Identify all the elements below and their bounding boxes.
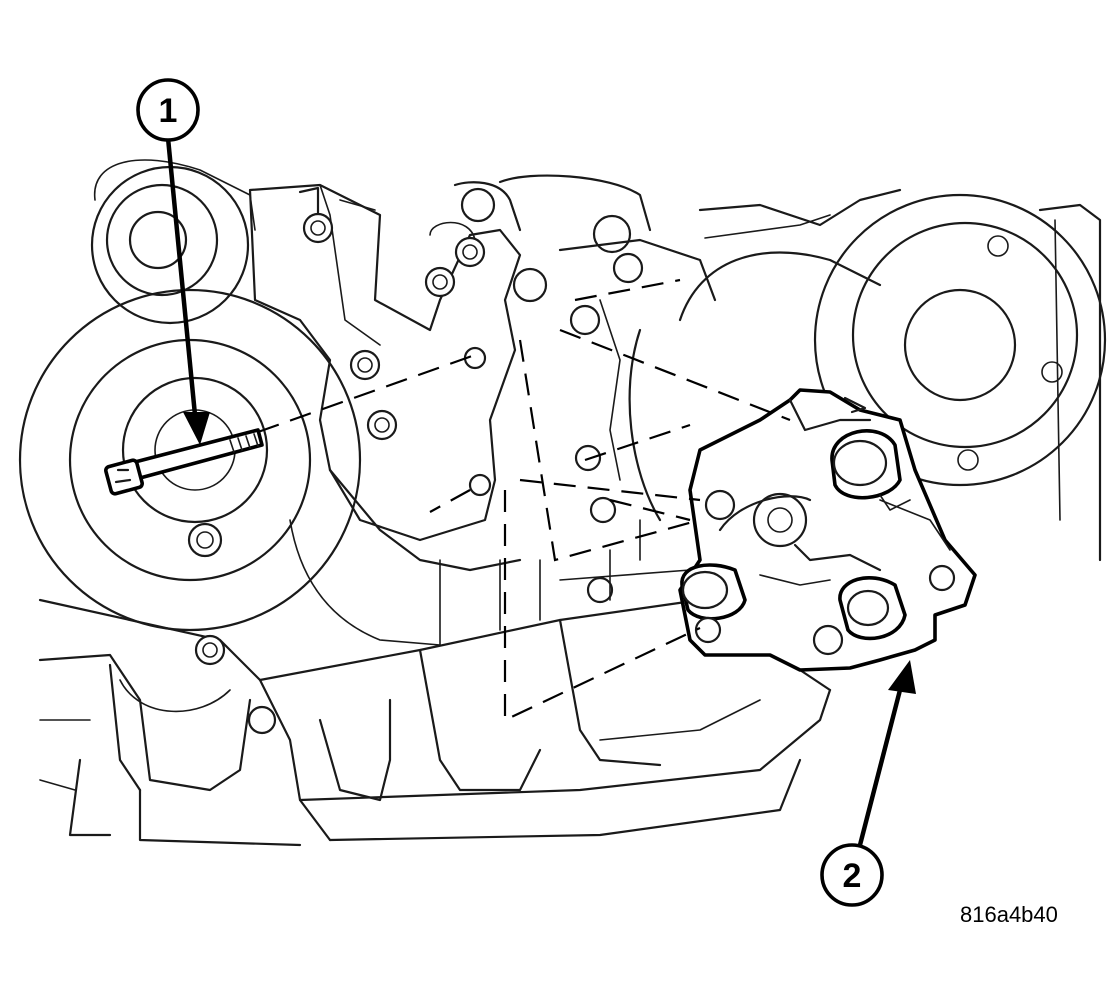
callout-1-balloon xyxy=(136,78,200,142)
callout-2-label: 2 xyxy=(843,857,862,895)
bolt-head xyxy=(454,236,486,268)
bolt-head xyxy=(194,634,226,666)
callout-2-arrowhead xyxy=(888,660,916,694)
bolt-head xyxy=(424,266,456,298)
timing-cover xyxy=(248,183,522,542)
bolt-head xyxy=(349,349,381,381)
bolt-head xyxy=(187,522,223,558)
callout-1-label: 1 xyxy=(159,92,178,130)
right-accessory-pulley xyxy=(813,193,1107,562)
alignment-lines xyxy=(257,278,791,722)
pump-mounting-bolt xyxy=(104,428,264,496)
oil-pan xyxy=(38,598,832,847)
callout-2-balloon xyxy=(820,843,884,907)
callout-1-leader xyxy=(165,137,198,416)
bolt-head xyxy=(247,705,277,735)
callout-1-arrowhead xyxy=(183,412,210,445)
inlet-fitting xyxy=(680,563,747,621)
callout-1: 1 xyxy=(136,78,210,445)
callout-2: 2 xyxy=(820,660,916,907)
engine-block-linework xyxy=(18,159,1107,847)
mounting-bolts xyxy=(187,186,486,735)
figure-id: 816a4b40 xyxy=(960,902,1058,927)
bolt-head xyxy=(298,186,334,244)
power-steering-pump xyxy=(678,388,977,672)
callout-2-leader xyxy=(857,689,903,846)
pressure-outlet-fitting xyxy=(830,429,911,511)
bolt-head xyxy=(366,409,398,441)
